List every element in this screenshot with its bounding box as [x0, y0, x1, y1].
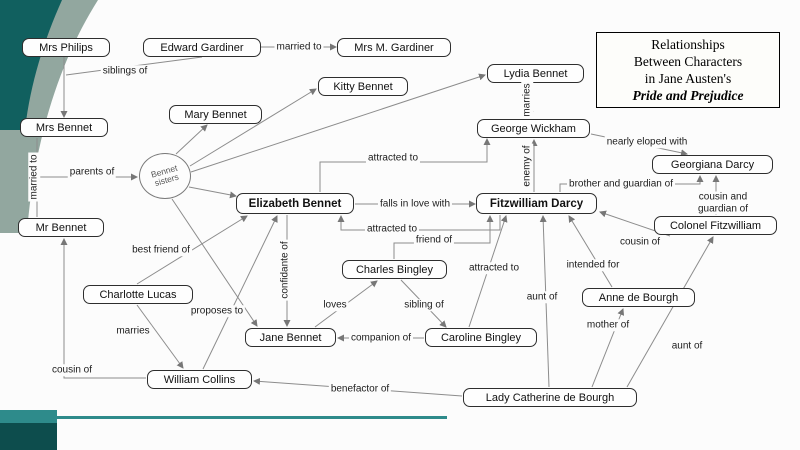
title-line-1: Relationships [651, 37, 725, 52]
edge-label-falls-in-love-with: falls in love with [377, 198, 453, 210]
edge-sisters-mary [175, 124, 208, 155]
edge-label-companion-of: companion of [348, 332, 414, 344]
edge-label-brother-and-guardian-of: brother and guardian of [567, 178, 675, 190]
node-kitty-bennet: Kitty Bennet [318, 77, 408, 96]
node-colonel-fitzwilliam: Colonel Fitzwilliam [654, 216, 777, 235]
edge-label-cousin-of-darcy: cousin of [617, 236, 663, 248]
edge-sisters-lydia [190, 73, 486, 173]
edge-sisters-kitty [189, 88, 317, 167]
node-label-colonel-fitzwilliam: Colonel Fitzwilliam [669, 219, 762, 232]
edge-marries-collins [136, 304, 184, 369]
node-label-mrs-bennet: Mrs Bennet [35, 121, 93, 134]
edge-best-friend-of [136, 215, 248, 285]
node-label-fitzwilliam-darcy: Fitzwilliam Darcy [489, 197, 584, 210]
edge-sisters-elizabeth [188, 186, 237, 199]
edge-label-parents-of: parents of [67, 166, 117, 178]
node-anne-de-bourgh: Anne de Bourgh [582, 288, 695, 307]
edge-label-nearly-eloped-with: nearly eloped with [604, 136, 690, 148]
edge-label-benefactor-of: benefactor of [328, 383, 392, 395]
node-fitzwilliam-darcy: Fitzwilliam Darcy [476, 193, 597, 214]
node-caroline-bingley: Caroline Bingley [425, 328, 537, 347]
edge-label-attracted-to-elizabeth: attracted to [364, 223, 420, 235]
node-label-bennet-sisters: Bennet sisters [149, 162, 180, 189]
node-mrs-bennet: Mrs Bennet [20, 118, 108, 137]
edge-label-married-to-bennets: married to [28, 152, 40, 202]
edge-label-cousin-of-bennet: cousin of [49, 364, 95, 376]
book-title: Pride and Prejudice [632, 88, 744, 103]
edge-label-aunt-of-darcy: aunt of [524, 291, 560, 303]
node-label-georgiana-darcy: Georgiana Darcy [670, 158, 755, 171]
edge-label-mother-of: mother of [584, 319, 632, 331]
node-mr-bennet: Mr Bennet [18, 218, 104, 237]
node-bennet-sisters: Bennet sisters [139, 153, 191, 199]
node-label-jane-bennet: Jane Bennet [259, 331, 322, 344]
title-line-2: Between Characters [633, 54, 743, 69]
edge-label-loves: loves [321, 299, 349, 311]
edge-sisters-jane [171, 198, 258, 327]
edge-label-siblings-of: siblings of [100, 65, 150, 77]
bottom-teal-bar-shape [0, 410, 57, 423]
node-label-mrs-philips: Mrs Philips [39, 41, 93, 54]
node-lydia-bennet: Lydia Bennet [487, 64, 584, 83]
node-label-mrs-m-gardiner: Mrs M. Gardiner [354, 41, 434, 54]
node-label-william-collins: William Collins [163, 373, 236, 386]
node-label-lydia-bennet: Lydia Bennet [503, 67, 568, 80]
node-jane-bennet: Jane Bennet [245, 328, 336, 347]
node-lady-catherine-de-bourgh: Lady Catherine de Bourgh [463, 388, 637, 407]
node-label-mary-bennet: Mary Bennet [184, 108, 247, 121]
edge-proposes-to [202, 215, 278, 370]
edge-label-sibling-of: sibling of [402, 299, 446, 311]
left-teal-wedge-shape [0, 0, 62, 130]
bottom-dark-bar-shape [0, 423, 57, 450]
edge-label-cousin-and-guardian-of: cousin and guardian of [695, 191, 751, 215]
bottom-thin-line-shape [57, 416, 447, 419]
edge-label-attracted-to-darcy: attracted to [466, 262, 522, 274]
edge-label-attracted-to-wickham: attracted to [365, 152, 421, 164]
node-mrs-philips: Mrs Philips [22, 38, 110, 57]
title-line-3: in Jane Austen's [644, 71, 732, 86]
node-label-caroline-bingley: Caroline Bingley [440, 331, 522, 344]
node-label-anne-de-bourgh: Anne de Bourgh [598, 291, 679, 304]
node-edward-gardiner: Edward Gardiner [143, 38, 261, 57]
edge-label-friend-of: friend of [413, 234, 455, 246]
node-label-lady-catherine-de-bourgh: Lady Catherine de Bourgh [485, 391, 615, 404]
node-elizabeth-bennet: Elizabeth Bennet [236, 193, 354, 214]
edge-attracted-to-elizabeth [337, 215, 501, 231]
node-label-elizabeth-bennet: Elizabeth Bennet [248, 197, 342, 210]
edge-label-enemy-of: enemy of [521, 143, 533, 189]
edge-label-marries-wickham: marries [521, 81, 533, 119]
node-george-wickham: George Wickham [477, 119, 590, 138]
edge-label-marries-collins: marries [114, 325, 152, 337]
node-label-mr-bennet: Mr Bennet [35, 221, 87, 234]
edge-cousin-of-bennet [60, 238, 146, 379]
title-box: Relationships Between Characters in Jane… [596, 32, 780, 108]
edge-label-best-friend-of: best friend of [130, 244, 192, 256]
node-label-edward-gardiner: Edward Gardiner [160, 41, 244, 54]
node-label-charlotte-lucas: Charlotte Lucas [99, 288, 177, 301]
node-label-charles-bingley: Charles Bingley [355, 263, 434, 276]
node-charles-bingley: Charles Bingley [342, 260, 447, 279]
node-mary-bennet: Mary Bennet [169, 105, 262, 124]
edge-label-married-to-gardiners: married to [274, 41, 324, 53]
edge-intended-for [568, 215, 613, 288]
node-georgiana-darcy: Georgiana Darcy [652, 155, 773, 174]
node-charlotte-lucas: Charlotte Lucas [83, 285, 193, 304]
node-mrs-m-gardiner: Mrs M. Gardiner [337, 38, 451, 57]
edge-label-intended-for: intended for [564, 259, 622, 271]
node-label-george-wickham: George Wickham [491, 122, 576, 135]
edge-label-aunt-of-colonel: aunt of [669, 340, 705, 352]
edge-label-confidante-of: confidante of [279, 239, 291, 301]
edge-aunt-of-colonel [626, 236, 714, 388]
node-label-kitty-bennet: Kitty Bennet [333, 80, 393, 93]
edge-label-proposes-to: proposes to [188, 305, 246, 317]
node-william-collins: William Collins [147, 370, 252, 389]
